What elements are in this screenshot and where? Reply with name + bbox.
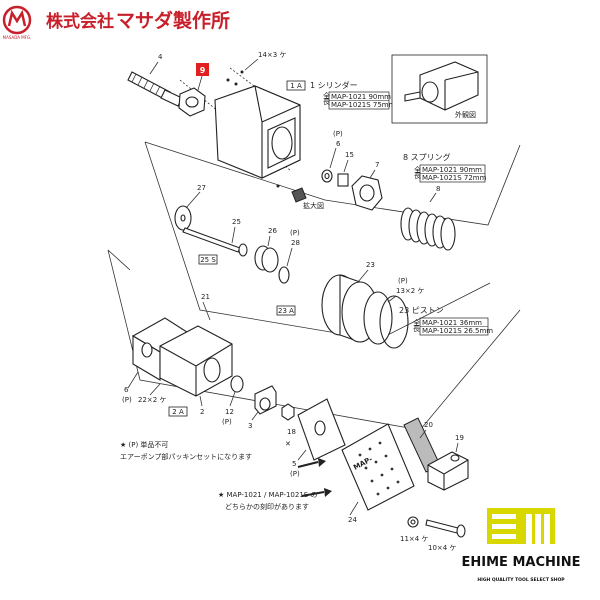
spring-label: 8 スプリング — [403, 152, 451, 162]
parts-12-3-18: 12 (P) 3 18 ✕ — [222, 375, 296, 448]
part-23-piston: 23 (P) 13×2 ケ 23 A 23 ピストン 全 長 MAP-1021 … — [276, 261, 493, 349]
label-24: 24 — [348, 516, 357, 524]
part-8-spring: 8 スプリング 全 長 MAP-1021 90mm MAP-1021S 72mm… — [400, 152, 487, 251]
label-11x4: 11×4 ケ — [400, 535, 428, 543]
spring-spec-side-1: 全 — [414, 165, 421, 174]
enlarge-label: 拡大図 — [303, 201, 324, 210]
label-21: 21 — [201, 293, 210, 301]
note-2-line-1: ★ MAP-1021 / MAP-1021S の — [218, 491, 317, 499]
brand-name: EHIME MACHINE — [462, 555, 581, 570]
box-2a: 2 A — [172, 408, 184, 416]
highlight-number: 9 — [200, 66, 206, 75]
label-20: 20 — [424, 421, 433, 429]
company-name: マサダ製作所 — [116, 9, 230, 32]
part-9-nut: 9 — [178, 63, 209, 117]
highlight-box — [196, 63, 209, 76]
note-2-line-2: どちらかの刻印があります — [225, 502, 309, 511]
cylinder-box: 1 A — [290, 82, 302, 90]
label-26: 26 — [268, 227, 277, 235]
cylinder-spec-side-1: 全 — [323, 91, 330, 100]
company-prefix: 株式会社 — [46, 11, 114, 32]
box-25s: 25 S — [200, 256, 216, 264]
notes: ★ (P) 単品不可 エアーポンプ部パッキンセットになります ★ MAP-102… — [120, 440, 317, 511]
company-logo: MASADA MFG. — [3, 5, 32, 40]
exterior-view: 外観図 — [391, 54, 488, 124]
box-23a: 23 A — [278, 307, 294, 315]
label-pb: (P) — [122, 396, 132, 404]
label-8: 8 — [436, 185, 440, 193]
label-15: 15 — [345, 151, 354, 159]
part-2-pump-body: 21 6 (P) 22×2 ケ 2 A 2 — [122, 293, 233, 417]
label-23: 23 — [366, 261, 375, 269]
label-6: 6 — [336, 140, 341, 148]
label-3: 3 — [248, 422, 252, 430]
label-5: 5 — [292, 460, 296, 468]
spring-spec-side-2: 長 — [414, 172, 421, 180]
piston-spec-side-1: 全 — [413, 318, 420, 327]
label-10x4: 10×4 ケ — [428, 544, 456, 552]
piston-spec-1: MAP-1021 36mm — [422, 319, 482, 327]
cylinder-spec: 1 A 1 シリンダー 全 長 MAP-1021 90mm MAP-1021S … — [286, 80, 396, 110]
label-6b: 6 — [124, 386, 129, 394]
label-p12: (P) — [222, 418, 232, 426]
part-4-bolt: 4 — [127, 53, 183, 107]
enlarge-detail: 拡大図 — [291, 187, 324, 210]
parts-20-19: 20 19 — [403, 417, 469, 491]
label-12: 12 — [225, 408, 234, 416]
parts-11-10: 11×4 ケ 10×4 ケ — [400, 516, 466, 552]
brand-logo: EHIME MACHINE HIGH QUALITY TOOL SELECT S… — [462, 508, 581, 583]
exterior-label: 外観図 — [455, 110, 476, 119]
logo-caption: MASADA MFG. — [3, 35, 32, 40]
parts-6-15-7: (P) 6 15 7 — [321, 130, 383, 211]
label-28: 28 — [291, 239, 300, 247]
label-19: 19 — [455, 434, 464, 442]
note-1-line-1: ★ (P) 単品不可 — [120, 440, 168, 449]
label-22x2: 22×2 ケ — [138, 396, 166, 404]
label-25: 25 — [232, 218, 241, 226]
company-header: MASADA MFG. 株式会社 マサダ製作所 — [3, 5, 230, 40]
spring-spec-2: MAP-1021S 72mm — [422, 174, 487, 182]
label-2: 2 — [200, 408, 204, 416]
piston-spec-side-2: 長 — [413, 325, 420, 333]
cylinder-spec-2: MAP-1021S 75mm — [331, 101, 396, 109]
label-14x3: 14×3 ケ — [258, 51, 286, 59]
parts-5-24: 5 (P) MAP- 24 — [290, 398, 415, 524]
svg-text:✕: ✕ — [285, 440, 291, 448]
label-27: 27 — [197, 184, 206, 192]
piston-label: 23 ピストン — [399, 306, 444, 315]
label-7: 7 — [375, 161, 379, 169]
cylinder-spec-side-2: 長 — [323, 98, 330, 106]
label-18: 18 — [287, 428, 296, 436]
cylinder-label: 1 シリンダー — [310, 80, 358, 90]
label-p6: (P) — [333, 130, 343, 138]
cylinder-spec-1: MAP-1021 90mm — [331, 93, 391, 101]
label-p13: (P) — [398, 277, 408, 285]
part-1-cylinder: 14×3 ケ — [214, 51, 301, 188]
label-4: 4 — [158, 53, 163, 61]
note-1-line-2: エアーポンプ部パッキンセットになります — [120, 452, 252, 461]
parts-27-25-26-28: 27 25 26 (P) 28 25 S — [174, 184, 300, 284]
label-13x2: 13×2 ケ — [396, 287, 424, 295]
label-p5: (P) — [290, 470, 300, 478]
spring-spec-1: MAP-1021 90mm — [422, 166, 482, 174]
label-p28: (P) — [290, 229, 300, 237]
piston-spec-2: MAP-1021S 26.5mm — [422, 327, 493, 335]
brand-tagline: HIGH QUALITY TOOL SELECT SHOP — [477, 577, 565, 583]
